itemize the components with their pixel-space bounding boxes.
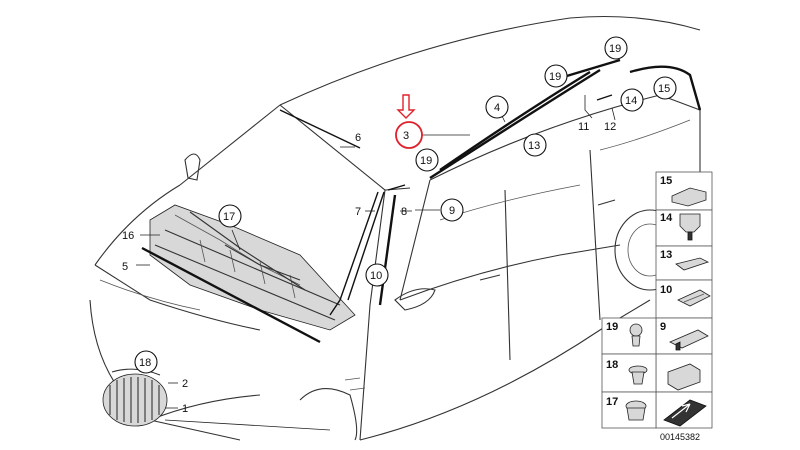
svg-text:19: 19 [609,43,621,55]
part-callout-10: 10 [365,263,389,287]
diagram-reference-number: 00145382 [660,432,700,442]
legend-item-19: 19 [606,321,643,347]
svg-text:16: 16 [122,230,134,242]
part-label-1: 1 [182,403,188,415]
parts-legend: 15 14 13 10 9 19 [601,171,713,442]
part-callout-9: 9 [440,198,464,222]
legend-item-18: 18 [606,359,648,385]
svg-text:13: 13 [660,249,672,261]
legend-item-13: 13 [660,249,710,271]
part-label-7: 7 [355,206,361,218]
part-callout-19-mid: 19 [544,64,568,88]
svg-text:17: 17 [223,211,235,223]
down-arrow-icon [396,94,416,119]
part-callout-3-highlighted: 3 [395,121,423,149]
legend-item-17: 17 [606,396,647,421]
svg-text:9: 9 [660,321,666,333]
svg-text:18: 18 [139,357,151,369]
part-callout-17: 17 [218,204,242,228]
svg-text:19: 19 [420,155,432,167]
svg-text:8: 8 [401,206,407,218]
part-callout-4: 4 [485,95,509,119]
part-callout-18: 18 [134,350,158,374]
legend-clip-icon [667,363,701,391]
part-label-11: 11 [578,121,589,133]
svg-text:10: 10 [370,270,382,282]
svg-text:13: 13 [528,140,540,152]
svg-text:14: 14 [625,95,637,107]
part-label-8: 8 [401,206,407,218]
svg-text:1: 1 [182,403,188,415]
part-label-6: 6 [355,132,361,144]
svg-text:5: 5 [122,261,128,273]
svg-text:19: 19 [606,321,618,333]
part-label-12: 12 [604,121,616,133]
legend-item-15: 15 [660,175,707,207]
legend-item-9: 9 [660,321,709,351]
svg-text:19: 19 [549,71,561,83]
cowl-panel [141,204,356,344]
svg-text:7: 7 [355,206,361,218]
kidney-grille [102,368,168,427]
svg-text:3: 3 [403,130,409,142]
part-callout-19-low: 19 [415,148,439,172]
svg-text:15: 15 [658,83,670,95]
svg-text:14: 14 [660,212,673,224]
svg-text:2: 2 [182,378,188,390]
part-callout-13: 13 [523,133,547,157]
part-callout-14: 14 [620,88,644,112]
svg-text:10: 10 [660,284,672,296]
svg-text:12: 12 [604,121,616,133]
part-callout-15: 15 [653,76,677,100]
svg-text:4: 4 [494,102,500,114]
legend-arrow-icon [663,399,707,427]
svg-text:9: 9 [449,205,455,217]
part-label-2: 2 [182,378,188,390]
part-callout-19-top: 19 [604,36,628,60]
svg-text:6: 6 [355,132,361,144]
trim-strips [279,58,702,316]
svg-text:11: 11 [578,121,589,133]
legend-item-14: 14 [660,212,701,241]
part-label-5: 5 [122,261,128,273]
legend-item-10: 10 [660,284,711,307]
part-label-16: 16 [122,230,134,242]
svg-text:15: 15 [660,175,672,187]
svg-text:17: 17 [606,396,618,408]
svg-text:18: 18 [606,359,618,371]
leader-lines [136,95,616,431]
